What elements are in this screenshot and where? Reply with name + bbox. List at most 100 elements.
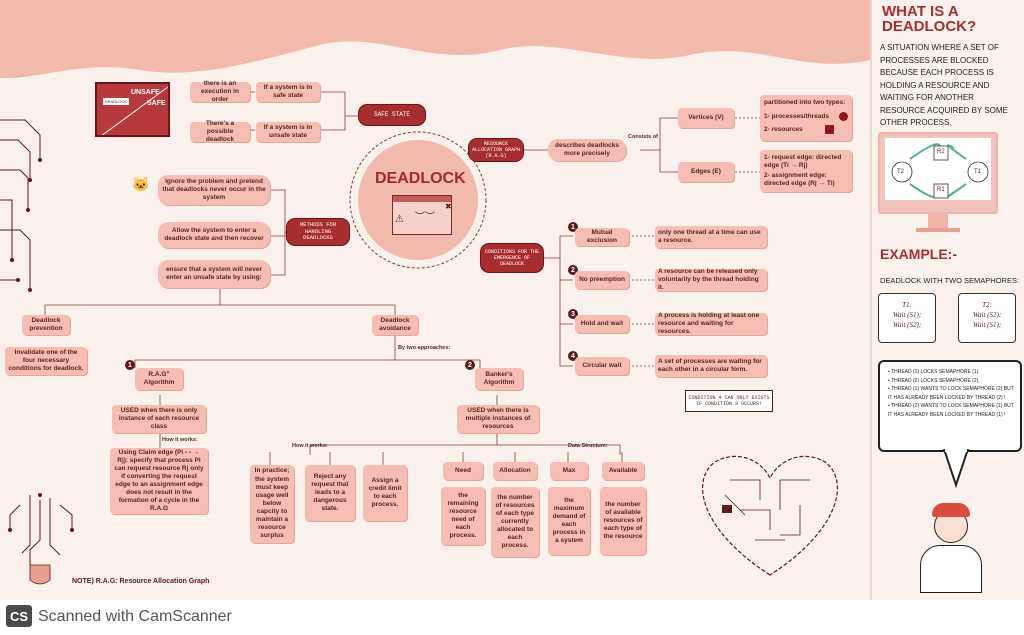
resources-label: 2- resources — [764, 125, 803, 133]
banker-number: 2 — [465, 360, 475, 370]
condition-3-name: Hold and wait — [575, 315, 629, 333]
footnote: NOTE) R.A.G: Resource Allocation Graph — [72, 578, 210, 585]
t1-label: T1 — [974, 169, 982, 175]
t1-code-line-3: Wait (S2); — [892, 321, 922, 329]
t1-code-line-1: T1: — [902, 301, 912, 309]
condition-3-number: 3 — [568, 309, 578, 319]
sign-brand: DEADLOCK — [103, 98, 130, 105]
if-safe-box: If a system is in safe state — [256, 82, 320, 102]
bullet-1: • THREAD (1) LOCKS SEMAPHORE (1). — [888, 369, 980, 375]
t2-code-box: T2: Wait (S2); Wait (S1); — [958, 293, 1016, 343]
available-desc-box: the number of available resources of eac… — [600, 487, 646, 555]
condition-1-name: Mutual exclusion — [575, 228, 629, 246]
t1-code-box: T1: Wait (S1); Wait (S2); — [878, 293, 936, 343]
banker-box: Banker's Algorithm — [475, 368, 523, 390]
vertices-box: Vertices (V) — [678, 108, 734, 128]
sign-safe-text: SAFE — [147, 100, 166, 107]
need-title-box: Need — [443, 462, 483, 480]
rag-node: RESOURCE ALLOCATION GRAPH (R.A.G) — [468, 138, 524, 162]
if-unsafe-box: If a system is in unsafe state — [256, 122, 320, 142]
bubble-tail — [942, 449, 970, 489]
monitor-icon: R2 R1 T2 T1 — [878, 132, 998, 242]
conditions-node: CONDITIONS FOR THE EMERGENCE OF DEADLOCK — [480, 243, 544, 273]
bullet-4: • THREAD (2) WANTS TO LOCK SEMAPHORE (1)… — [888, 403, 1014, 418]
prevention-desc-box: Invalidate one of the four necessary con… — [5, 347, 87, 375]
methods-node: METHODS FOR HANDLING DEADLOCKS — [286, 218, 350, 246]
error-window-icon: ⚠ ︶︶ ✖ — [392, 195, 452, 235]
condition-4-number: 4 — [568, 351, 578, 361]
partitioned-label: partitioned into two types: — [764, 99, 846, 106]
exec-order-box: there is an execution in order — [190, 80, 250, 103]
deadlock-title: DEADLOCK — [375, 170, 466, 187]
right-panel: WHAT IS A DEADLOCK? A SITUATION WHERE A … — [870, 0, 1024, 600]
banker-used-box: USED when there is multiple instances of… — [457, 405, 539, 433]
sign-unsafe-text: UNSAFE — [131, 89, 160, 96]
condition-3-desc: A process is holding at least one resour… — [655, 312, 767, 335]
worried-person-icon — [912, 495, 992, 595]
top-wave — [0, 0, 870, 79]
data-structure-label: Data Structure: — [568, 443, 608, 449]
what-is-title: WHAT IS A DEADLOCK? — [882, 3, 977, 35]
scanner-bar: CS Scanned with CamScanner — [0, 600, 1024, 635]
two-approaches-label: By two approaches: — [398, 345, 451, 351]
example-title: EXAMPLE:- — [880, 246, 957, 262]
t2-code-line-3: Wait (S1); — [972, 321, 1002, 329]
how-works-label: How it works: — [162, 437, 198, 443]
condition-1-number: 1 — [568, 222, 578, 232]
example-desc: DEADLOCK WITH TWO SEMAPHORES: — [880, 276, 1020, 285]
allow-box: Allow the system to enter a deadlock sta… — [158, 222, 270, 248]
bullet-2: • THREAD (2) LOCKS SEMAPHORE (2). — [888, 377, 980, 384]
camscanner-logo-icon: CS — [6, 605, 32, 627]
ignore-box: Ignore the problem and pretend that dead… — [158, 175, 270, 205]
condition-2-desc: A resource can be released only voluntar… — [655, 268, 767, 291]
rag-used-box: USED when there is only instance of each… — [112, 405, 206, 433]
allocation-desc-box: the number of resources of each type cur… — [491, 487, 539, 557]
cat-icon: 🐱 — [132, 176, 150, 192]
how-works-1-box: In practice; the system must keep usage … — [250, 465, 294, 543]
allocation-title-box: Allocation — [493, 462, 537, 480]
t1-code-line-2: Wait (S1); — [892, 311, 922, 319]
condition-1-desc: only one thread at a time can use a reso… — [655, 226, 767, 248]
request-edge-label: 1- request edge: directed edge (Ti → Rj) — [764, 154, 842, 170]
sad-face-icon: ︶︶ — [415, 212, 435, 223]
need-desc-box: the remaining resource need of each proc… — [441, 487, 485, 545]
prevention-title-box: Deadlock prevention — [22, 315, 70, 335]
speech-bubble: • THREAD (1) LOCKS SEMAPHORE (1). • THRE… — [878, 360, 1022, 452]
condition-note: CONDITION 4 CAN ONLY EXISTS IF CONDITION… — [685, 390, 773, 412]
condition-4-desc: A set of processes are waiting for each … — [655, 355, 767, 377]
warning-icon: ⚠ — [395, 214, 404, 225]
definition-text: A SITUATION WHERE A SET OF PROCESSES ARE… — [880, 43, 1008, 127]
how-works-2-box: Reject any request that leads to a dange… — [305, 465, 355, 521]
scanner-text: Scanned with CamScanner — [38, 608, 232, 625]
r2-label: R2 — [937, 149, 945, 155]
ensure-box: ensure that a system will never enter an… — [158, 260, 270, 288]
how-works-3-box: Assign a credit limit to each process. — [363, 465, 407, 521]
edges-box: Edges (E) — [678, 162, 734, 182]
condition-2-name: No preemption — [575, 271, 629, 289]
rag-describes-box: describes deadlocks more precisely — [548, 139, 626, 161]
t2-code-line-1: T2: — [982, 301, 992, 309]
possible-deadlock-box: There's a possible deadlock — [190, 120, 250, 143]
consists-of-label: Consists of — [628, 134, 658, 140]
r1-label: R1 — [937, 187, 945, 193]
condition-2-number: 2 — [568, 265, 578, 275]
partitioned-box: partitioned into two types: 1- processes… — [760, 95, 852, 141]
avoidance-title-box: Deadlock avoidance — [372, 315, 418, 335]
how-works2-label: How it works: — [292, 443, 328, 449]
safe-state-node: SAFE STATE — [358, 104, 426, 126]
processes-label: 1- processes/threads — [764, 112, 830, 120]
unsafe-safe-sign: DEADLOCK UNSAFE SAFE — [95, 82, 170, 137]
bullet-3: • THREAD (1) WANTS TO LOCK SEMAPHORE (2)… — [888, 386, 1014, 401]
condition-4-name: Circular wait — [575, 357, 629, 375]
t2-label: T2 — [897, 169, 905, 175]
edge-types-box: 1- request edge: directed edge (Ti → Rj)… — [760, 150, 852, 192]
available-title-box: Available — [602, 462, 644, 480]
assignment-edge-label: 2- assignment edge: directed edge (Rj → … — [764, 172, 835, 188]
max-title-box: Max — [550, 462, 588, 480]
rag-algo-number: 1 — [125, 360, 135, 370]
close-x-icon: ✖ — [445, 202, 452, 211]
max-desc-box: the maximum demand of each process in a … — [548, 487, 590, 555]
rag-algo-box: R.A.G" Algorithm — [135, 368, 183, 390]
process-circle-icon — [839, 112, 848, 122]
t2-code-line-2: Wait (S2); — [972, 311, 1002, 319]
